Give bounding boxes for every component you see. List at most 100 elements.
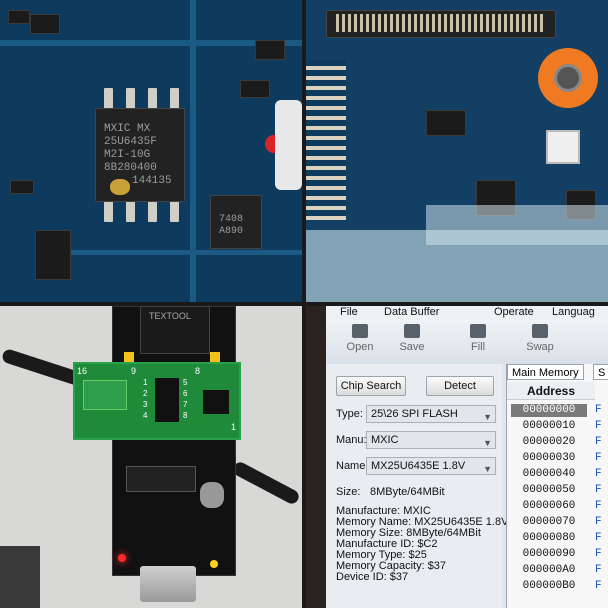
data-cell[interactable]: F: [595, 484, 602, 496]
address-cell[interactable]: 00000050: [522, 484, 576, 496]
address-cell[interactable]: 00000090: [522, 548, 576, 560]
menu-language[interactable]: Languag: [552, 306, 595, 318]
address-cell[interactable]: 000000A0: [522, 564, 576, 576]
size-label: Size:: [336, 486, 361, 498]
pcb-trace: [0, 40, 302, 46]
manu-select[interactable]: MXIC ▼: [366, 431, 496, 449]
data-cell[interactable]: F: [595, 420, 602, 432]
type-select[interactable]: 25\26 SPI FLASH ▼: [366, 405, 496, 423]
address-header: Address: [507, 382, 595, 400]
info-memory-size: Memory Size: 8MByte/64MBit: [336, 527, 481, 539]
chip-closeup-photo: MXIC MX 25U6435F M2I-10G 8B280400 144135…: [0, 0, 302, 302]
pcb-trace: [60, 250, 302, 255]
fill-button[interactable]: Fill: [450, 322, 506, 362]
white-connector: [275, 100, 302, 190]
connector-pins: [336, 14, 546, 32]
chip-pin: [148, 200, 157, 222]
data-cell[interactable]: F: [595, 436, 602, 448]
adapter-footprint: [83, 380, 127, 410]
programmer-board: [112, 306, 236, 576]
manu-value: MXIC: [371, 434, 399, 446]
white-pad: [546, 130, 580, 164]
menu-data-buffer[interactable]: Data Buffer: [384, 306, 440, 318]
swap-button[interactable]: Swap: [512, 322, 568, 362]
manu-label: Manu:: [336, 434, 367, 446]
screw-hole: [554, 64, 582, 92]
memory-view: Main Memory S Address 00000000 00000010 …: [506, 364, 608, 608]
adapter-row-e: 5: [183, 378, 188, 387]
adapter-row-a: 1: [143, 378, 148, 387]
data-cell[interactable]: F: [595, 564, 602, 576]
address-cell[interactable]: 000000B0: [522, 580, 576, 592]
smd-component: [240, 80, 270, 98]
programmer-software-photo: File Data Buffer Operate Languag Open Sa…: [306, 306, 608, 608]
address-cell[interactable]: 00000010: [522, 420, 576, 432]
save-button[interactable]: Save: [384, 322, 440, 362]
usb-c-connector: [140, 566, 196, 602]
pcb-trace: [190, 0, 196, 302]
chip-pin: [126, 200, 135, 222]
address-cell[interactable]: 00000040: [522, 468, 576, 480]
data-cell[interactable]: F: [595, 516, 602, 528]
swap-arrows-icon: [532, 324, 548, 338]
crystal: [200, 482, 224, 508]
address-cell[interactable]: 00000080: [522, 532, 576, 544]
menu-file[interactable]: File: [340, 306, 358, 318]
chevron-down-icon: ▼: [483, 464, 492, 474]
chip-marking-1: MXIC MX: [104, 123, 151, 135]
data-cell[interactable]: F: [595, 500, 602, 512]
info-memory-name: Memory Name: MX25U6435E 1.8V: [336, 516, 509, 528]
chevron-down-icon: ▼: [483, 438, 492, 448]
black-cable: [230, 459, 302, 507]
address-cell[interactable]: 00000020: [522, 436, 576, 448]
address-cell[interactable]: 00000030: [522, 452, 576, 464]
floppy-icon: [404, 324, 420, 338]
chip-pin: [170, 88, 179, 110]
chip-pin: [104, 200, 113, 222]
data-cell[interactable]: F: [595, 452, 602, 464]
data-cell[interactable]: F: [595, 548, 602, 560]
tab-secondary[interactable]: S: [593, 364, 608, 380]
adapter-chip: [203, 390, 229, 414]
fill-icon: [470, 324, 486, 338]
adapter-row-c: 3: [143, 400, 148, 409]
status-led: [210, 560, 218, 568]
socket-label: TEXTOOL: [149, 311, 191, 321]
pin-header: [155, 378, 179, 422]
menu-operate[interactable]: Operate: [494, 306, 534, 318]
chip-pin: [104, 88, 113, 110]
chip-pin: [170, 200, 179, 222]
name-select[interactable]: MX25U6435E 1.8V ▼: [366, 457, 496, 475]
address-cell[interactable]: 00000000: [511, 404, 587, 417]
data-cell[interactable]: F: [595, 404, 602, 416]
programmer-photo: TEXTOOL 16 9 8 1 1 2 3 4 5 6 7 8: [0, 306, 302, 608]
power-led: [118, 554, 126, 562]
app-window: File Data Buffer Operate Languag Open Sa…: [326, 306, 608, 608]
chip2-marking-1: 7408: [219, 214, 244, 225]
adapter-row-b: 2: [143, 389, 148, 398]
tab-main-memory[interactable]: Main Memory: [507, 364, 584, 380]
flash-chip: MXIC MX 25U6435F M2I-10G 8B280400 144135: [95, 108, 185, 202]
adapter-pin-8: 8: [195, 366, 201, 376]
dark-object: [0, 546, 40, 608]
info-memory-capacity: Memory Capacity: $37: [336, 560, 447, 572]
info-device-id: Device ID: $37: [336, 571, 409, 583]
adapter-row-d: 4: [143, 411, 148, 420]
yellow-latch: [210, 352, 220, 362]
info-manufacture-id: Manufacture ID: $C2: [336, 538, 438, 550]
chip2-marking-2: A890: [219, 226, 244, 237]
detect-button[interactable]: Detect: [426, 376, 494, 396]
adapter-row-h: 8: [183, 411, 188, 420]
data-cell[interactable]: F: [595, 532, 602, 544]
chip-search-button[interactable]: Chip Search: [336, 376, 406, 396]
type-value: 25\26 SPI FLASH: [371, 408, 458, 420]
data-cell[interactable]: F: [595, 468, 602, 480]
board-area-photo: [306, 0, 608, 302]
size-value: 8MByte/64MBit: [370, 486, 445, 498]
adapter-pin-9: 9: [131, 366, 137, 376]
chip-pin: [126, 88, 135, 110]
address-cell[interactable]: 00000060: [522, 500, 576, 512]
data-cell[interactable]: F: [595, 580, 602, 592]
open-button[interactable]: Open: [332, 322, 388, 362]
address-cell[interactable]: 00000070: [522, 516, 576, 528]
